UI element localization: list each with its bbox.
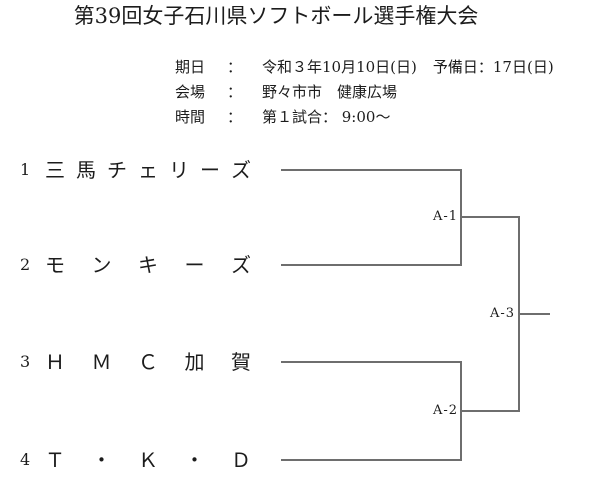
info-block: 期日 ： 令和３年10月10日(日) 予備日：17日(日) 会場 ： 野々市市 … bbox=[175, 54, 554, 129]
seed-number: 1 bbox=[20, 160, 31, 179]
seed-number: 2 bbox=[20, 255, 31, 274]
team-row-1: 1 三馬チェリーズ bbox=[20, 158, 251, 182]
info-value-time: 第１試合： 9:00～ bbox=[262, 108, 391, 126]
info-colon: ： bbox=[227, 58, 243, 76]
seed-number: 3 bbox=[20, 352, 31, 371]
seed-number: 4 bbox=[20, 450, 31, 469]
info-value-venue: 野々市市 健康広場 bbox=[262, 83, 398, 101]
info-value-date: 令和３年10月10日(日) bbox=[262, 58, 417, 76]
info-row-time: 時間 ： 第１試合： 9:00～ bbox=[175, 104, 554, 129]
info-colon: ： bbox=[227, 83, 243, 101]
team-name: モンキーズ bbox=[45, 253, 251, 277]
info-label-time: 時間 bbox=[175, 108, 206, 126]
page-title: 第39回女子石川県ソフトボール選手権大会 bbox=[73, 4, 479, 28]
bracket-line-winner-a1 bbox=[460, 216, 520, 218]
info-value-reserve-date: 予備日：17日(日) bbox=[432, 58, 554, 76]
team-name: 三馬チェリーズ bbox=[45, 158, 251, 182]
info-row-venue: 会場 ： 野々市市 健康広場 bbox=[175, 79, 554, 104]
info-colon: ： bbox=[227, 108, 243, 126]
bracket-line-team-4 bbox=[281, 459, 461, 461]
bracket-line-winner-a2 bbox=[460, 410, 520, 412]
bracket-line-winner-a3 bbox=[518, 313, 550, 315]
bracket-line-team-2 bbox=[281, 264, 461, 266]
team-name: Ｔ・Ｋ・Ｄ bbox=[45, 448, 251, 472]
info-row-date: 期日 ： 令和３年10月10日(日) 予備日：17日(日) bbox=[175, 54, 554, 79]
match-label-a3: A-3 bbox=[489, 306, 515, 321]
match-label-a2: A-2 bbox=[432, 403, 458, 418]
bracket-line-team-1 bbox=[281, 169, 461, 171]
match-label-a1: A-1 bbox=[432, 209, 458, 224]
bracket-line-team-3 bbox=[281, 361, 461, 363]
info-label-date: 期日 bbox=[175, 58, 206, 76]
team-row-4: 4 Ｔ・Ｋ・Ｄ bbox=[20, 448, 251, 472]
team-row-2: 2 モンキーズ bbox=[20, 253, 251, 277]
info-label-venue: 会場 bbox=[175, 83, 206, 101]
